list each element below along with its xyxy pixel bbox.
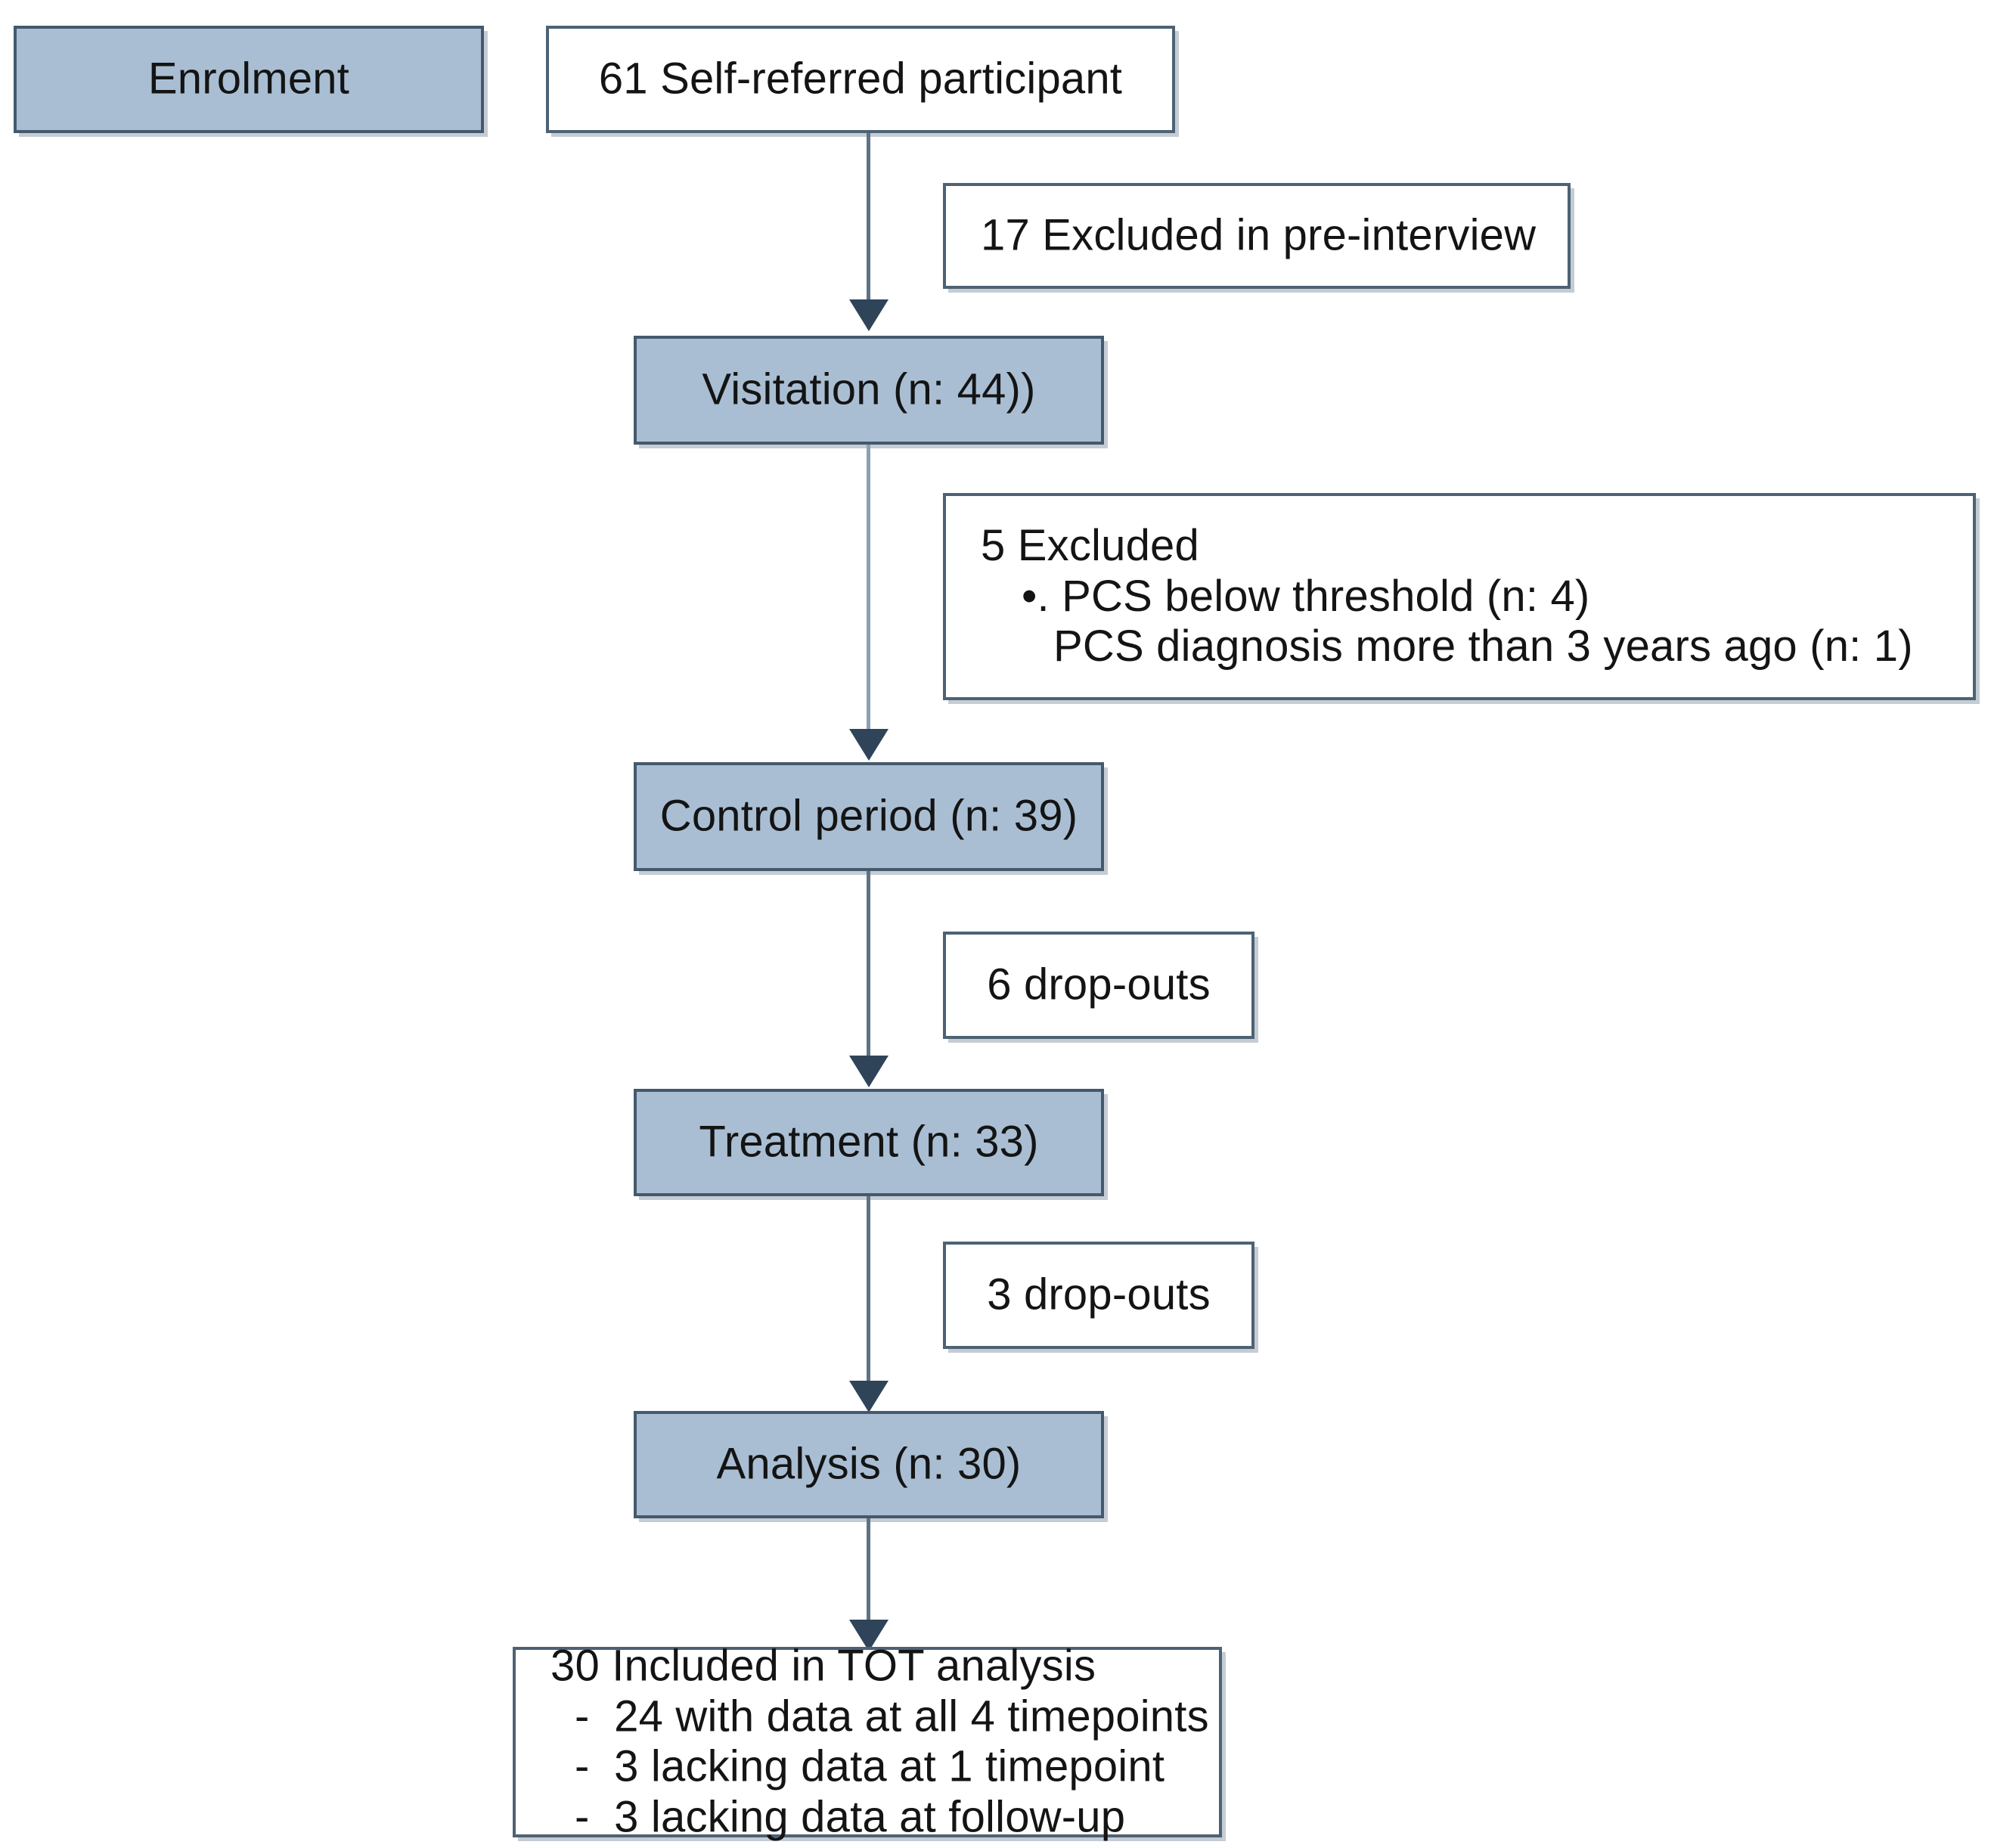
node-control-period: Control period (n: 39) [634, 762, 1104, 871]
node-tot-analysis-label: 30 Included in TOT analysis - 24 with da… [516, 1642, 1219, 1843]
node-excluded-five-label: 5 Excluded •. PCS below threshold (n: 4)… [946, 521, 1973, 672]
connector-control-to-treatment [867, 871, 870, 1059]
arrowhead-self-referred-to-visitation [849, 299, 889, 331]
node-treatment: Treatment (n: 33) [634, 1089, 1104, 1196]
node-tot-analysis-line-1: 30 Included in TOT analysis [550, 1641, 1096, 1691]
arrowhead-analysis-to-tot [849, 1620, 889, 1651]
node-analysis-label: Analysis (n: 30) [716, 1439, 1022, 1489]
connector-visitation-to-control [867, 445, 870, 733]
node-visitation-label: Visitation (n: 44)) [702, 364, 1036, 414]
node-excluded-pre-interview: 17 Excluded in pre-interview [943, 183, 1571, 289]
node-treatment-label: Treatment (n: 33) [699, 1117, 1039, 1167]
node-tot-analysis-line-2: - 24 with data at all 4 timepoints [575, 1691, 1209, 1741]
arrowhead-visitation-to-control [849, 729, 889, 761]
arrowhead-control-to-treatment [849, 1056, 889, 1087]
node-self-referred-participants-label: 61 Self-referred participant [598, 54, 1123, 104]
node-dropouts-six: 6 drop-outs [943, 932, 1254, 1039]
node-visitation: Visitation (n: 44)) [634, 336, 1104, 445]
node-excluded-five-line-3: PCS diagnosis more than 3 years ago (n: … [1053, 622, 1913, 671]
node-excluded-five: 5 Excluded •. PCS below threshold (n: 4)… [943, 493, 1976, 700]
node-tot-analysis: 30 Included in TOT analysis - 24 with da… [513, 1642, 1222, 1842]
node-dropouts-three-label: 3 drop-outs [987, 1270, 1211, 1319]
connector-self-referred-to-visitation [867, 133, 870, 301]
node-control-period-label: Control period (n: 39) [659, 791, 1078, 841]
node-dropouts-six-label: 6 drop-outs [987, 960, 1211, 1009]
node-excluded-five-line-1: 5 Excluded [981, 520, 1199, 570]
connector-analysis-to-tot [867, 1518, 870, 1653]
node-analysis: Analysis (n: 30) [634, 1411, 1104, 1518]
node-excluded-pre-interview-label: 17 Excluded in pre-interview [981, 210, 1537, 260]
connector-treatment-to-analysis [867, 1196, 870, 1384]
node-dropouts-three: 3 drop-outs [943, 1242, 1254, 1349]
node-enrolment: Enrolment [14, 26, 484, 133]
node-self-referred-participants: 61 Self-referred participant [546, 26, 1175, 133]
node-tot-analysis-line-4: - 3 lacking data at follow-up [575, 1792, 1126, 1842]
node-excluded-five-line-2: •. PCS below threshold (n: 4) [1022, 571, 1590, 621]
node-enrolment-label: Enrolment [147, 54, 350, 104]
arrowhead-treatment-to-analysis [849, 1381, 889, 1412]
node-tot-analysis-line-3: - 3 lacking data at 1 timepoint [575, 1742, 1165, 1791]
